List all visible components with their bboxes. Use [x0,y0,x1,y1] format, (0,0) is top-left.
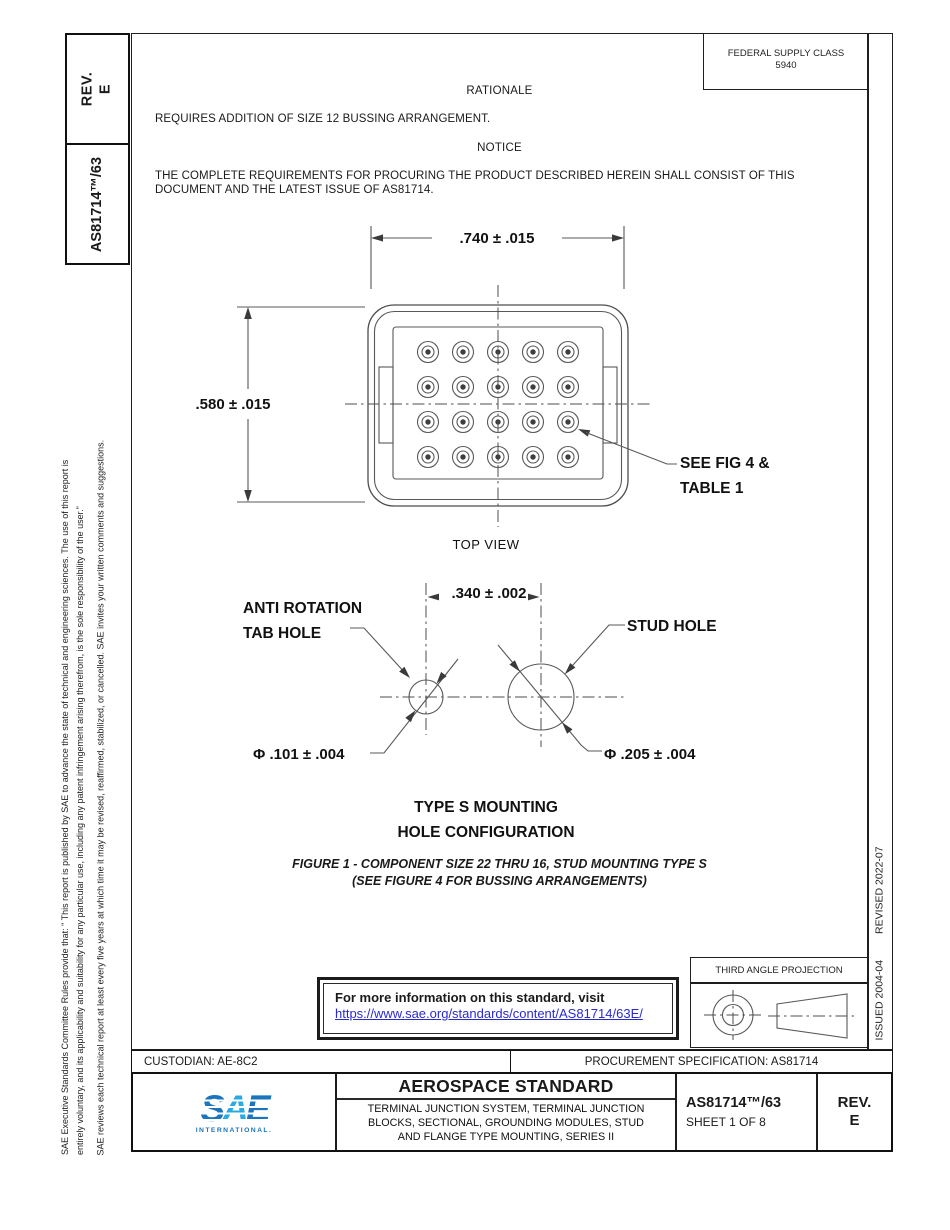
document-title-line3: AND FLANGE TYPE MOUNTING, SERIES II [397,1130,615,1143]
document-title-cell: AEROSPACE STANDARD TERMINAL JUNCTION SYS… [337,1074,677,1150]
legal-line1: SAE Executive Standards Committee Rules … [60,459,70,1155]
figure-caption: FIGURE 1 - COMPONENT SIZE 22 THRU 16, ST… [131,856,868,890]
notice-body-line1: THE COMPLETE REQUIREMENTS FOR PROCURING … [155,170,795,182]
fsc-label: FEDERAL SUPPLY CLASS [727,48,845,59]
doc-number-box [65,143,130,265]
callout-line1: SEE FIG 4 & [680,455,770,472]
page-border [131,33,868,1050]
title-block: SAE INTERNATIONAL. AEROSPACE STANDARD TE… [131,1072,893,1152]
rev-box-text: REV. E [80,39,116,140]
document-title: TERMINAL JUNCTION SYSTEM, TERMINAL JUNCT… [337,1100,675,1150]
figure-caption-line1: FIGURE 1 - COMPONENT SIZE 22 THRU 16, ST… [292,857,707,871]
custodian-cell: CUSTODIAN: AE-8C2 [132,1051,511,1072]
revision-cell: REV. E [818,1074,891,1150]
notice-heading: NOTICE [477,142,522,154]
stud-hole-circle [507,663,575,731]
document-number-cell: AS81714™/63 SHEET 1 OF 8 [677,1074,818,1150]
document-title-line1: TERMINAL JUNCTION SYSTEM, TERMINAL JUNCT… [367,1103,645,1115]
issued-date: ISSUED 2004-04 [873,959,886,1041]
dim-width-label: .740 ± .015 [460,230,535,247]
sae-logo-letter-e: E [245,1087,271,1129]
dim-height-label: .580 ± .015 [196,396,271,413]
procurement-cell: PROCUREMENT SPECIFICATION: AS81714 [584,1055,819,1068]
sae-logo-letter-a: A [222,1087,249,1129]
figure1-mounting-hole-drawing: ANTI ROTATION TAB HOLE .340 ± .002 STUD … [243,583,717,841]
third-angle-projection-label: THIRD ANGLE PROJECTION [691,958,867,984]
legal-line2: entirely voluntary, and its applicabilit… [74,506,85,1155]
fsc-value: 5940 [775,60,797,71]
config-label-line2: HOLE CONFIGURATION [397,824,574,841]
sae-logo-cell: SAE INTERNATIONAL. [133,1074,337,1150]
issued-revised-text: ISSUED 2004-04 REVISED 2022-07 [873,749,887,1041]
legal-notice-paragraph2: SAE reviews each technical report at lea… [95,439,106,1156]
figure-caption-line2: (SEE FIGURE 4 FOR BUSSING ARRANGEMENTS) [352,874,647,888]
sheet-number: SHEET 1 OF 8 [686,1115,766,1129]
sae-logo: SAE INTERNATIONAL. [195,1087,273,1134]
custodian-row: CUSTODIAN: AE-8C2 PROCUREMENT SPECIFICAT… [131,1050,893,1073]
sae-wordmark: SAE [198,1087,271,1129]
anti-rotation-label-line2: TAB HOLE [243,625,321,642]
figure1-top-view-drawing: .740 ± .015 .580 ± .015 SEE FIG 4 & TABL… [196,226,770,552]
document-title-line2: BLOCKS, SECTIONAL, GROUNDING MODULES, ST… [368,1116,644,1129]
anti-rotation-label-line1: ANTI ROTATION [243,600,362,617]
revision-strip [868,33,893,1050]
rationale-heading: RATIONALE [466,85,533,97]
document-type: AEROSPACE STANDARD [337,1074,675,1100]
stud-hole-label: STUD HOLE [627,618,717,635]
third-angle-projection-box: THIRD ANGLE PROJECTION [690,957,868,1048]
top-view-label: TOP VIEW [452,537,519,552]
sae-logo-subtext: INTERNATIONAL. [195,1126,273,1134]
rationale-body: REQUIRES ADDITION OF SIZE 12 BUSSING ARR… [155,113,491,125]
revision-value: E [849,1112,860,1129]
rev-title: REV. [79,71,96,107]
revision-label: REV. [837,1094,872,1111]
revised-date: REVISED 2022-07 [873,846,886,934]
more-info-text: For more information on this standard, v… [335,990,605,1005]
dim-spacing-label: .340 ± .002 [452,585,527,602]
callout-line2: TABLE 1 [680,480,744,497]
rev-value: E [97,83,113,95]
document-number: AS81714™/63 [686,1095,782,1111]
legal-notice-paragraph1: SAE Executive Standards Committee Rules … [58,269,88,1155]
more-info-box: For more information on this standard, v… [317,977,679,1040]
dia-stud-label: Φ .205 ± .004 [604,746,696,763]
sae-logo-letter-s: S [200,1087,225,1129]
notice-body-line2: DOCUMENT AND THE LATEST ISSUE OF AS81714… [155,184,434,196]
federal-supply-class-box: FEDERAL SUPPLY CLASS 5940 [703,33,868,90]
doc-number-vertical: AS81714™/63 [89,156,105,253]
third-angle-projection-symbol [704,990,856,1040]
dia-tab-label: Φ .101 ± .004 [253,746,345,763]
config-label-line1: TYPE S MOUNTING [414,799,558,816]
standard-link[interactable]: https://www.sae.org/standards/content/AS… [335,1006,643,1021]
